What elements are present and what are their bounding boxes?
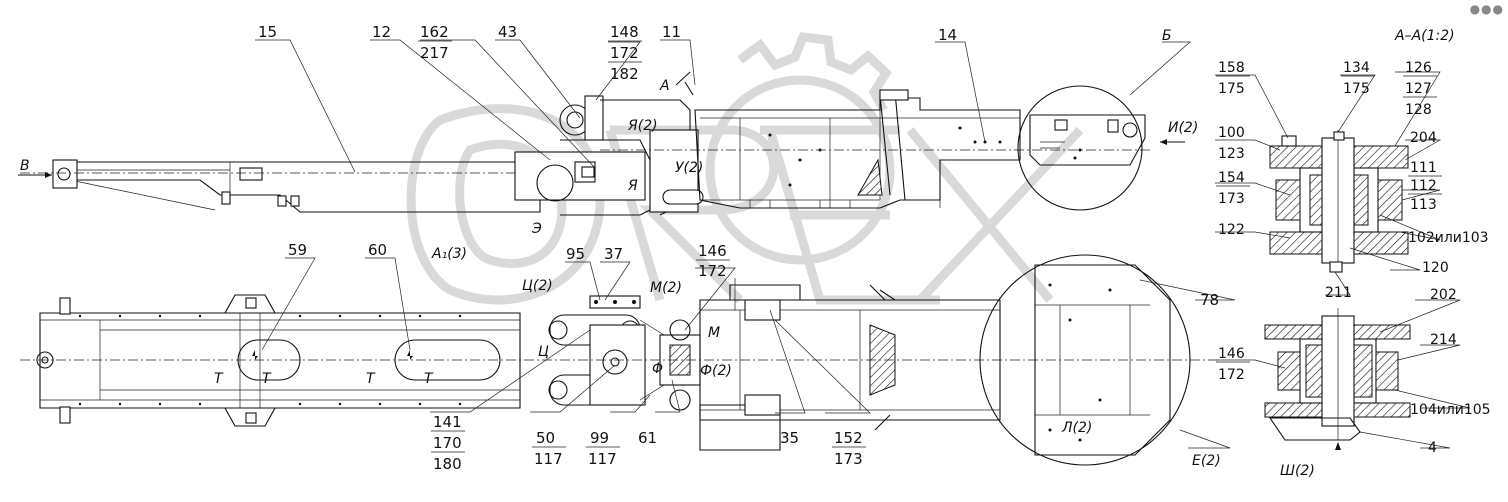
leader-lines (255, 39, 1471, 449)
label-e2: Е(2) (1192, 453, 1221, 469)
callout-labels: 15 12 162 217 43 148 172 182 11 14 59 60… (258, 23, 1219, 473)
callout-14: 14 (938, 26, 957, 44)
callout-59: 59 (288, 241, 307, 259)
sec-112: 112 (1410, 178, 1437, 194)
sec-211: 211 (1325, 285, 1352, 301)
section-aa (1264, 130, 1411, 450)
label-phi: Φ (652, 361, 663, 377)
sec-175-right: 175 (1343, 81, 1370, 97)
sec-113: 113 (1410, 197, 1437, 213)
callout-141: 141 (433, 413, 462, 431)
callout-172-mid: 172 (698, 262, 727, 280)
callout-11: 11 (662, 23, 681, 41)
label-t3: Т (366, 371, 376, 387)
label-a1-3: A₁(3) (431, 246, 467, 262)
callout-61: 61 (638, 429, 657, 447)
callout-162: 162 (420, 23, 449, 41)
label-ts2: Ц(2) (522, 278, 553, 294)
section-labels: А–А(1:2) 158 175 134 175 126 127 128 100… (1216, 28, 1491, 456)
label-f2: Ф(2) (700, 363, 732, 379)
callout-99: 99 (590, 429, 609, 447)
sec-4: 4 (1428, 440, 1437, 456)
callout-170: 170 (433, 434, 462, 452)
label-m2: М(2) (650, 280, 682, 296)
callout-60: 60 (368, 241, 387, 259)
label-t1: Т (214, 371, 224, 387)
sec-214: 214 (1430, 332, 1457, 348)
callout-182: 182 (610, 65, 639, 83)
sec-134: 134 (1343, 60, 1370, 76)
sec-158: 158 (1218, 60, 1245, 76)
callout-146: 146 (698, 242, 727, 260)
label-u2: У(2) (675, 160, 703, 176)
watermark (406, 32, 1084, 305)
callout-50: 50 (536, 429, 555, 447)
callout-148: 148 (610, 23, 639, 41)
callout-117-right: 117 (588, 450, 617, 468)
label-ya: Я (627, 178, 638, 194)
callout-217: 217 (420, 44, 449, 62)
label-t4: Т (424, 371, 434, 387)
label-sh2: Ш(2) (1280, 463, 1315, 479)
sec-122: 122 (1218, 222, 1245, 238)
sec-204: 204 (1410, 130, 1437, 146)
sec-127: 127 (1405, 81, 1432, 97)
sec-202: 202 (1430, 287, 1457, 303)
dots-menu-icon[interactable]: ●●● (1469, 2, 1504, 16)
callout-152: 152 (834, 429, 863, 447)
callout-78: 78 (1200, 291, 1219, 309)
view-labels: В А Я(2) У(2) Я A₁(3) Э И(2) Б Ц(2) М(2)… (20, 28, 1315, 479)
callout-37: 37 (604, 245, 623, 263)
label-e: Э (531, 221, 542, 237)
label-i2: И(2) (1168, 120, 1198, 136)
sec-104-or-105: 104или105 (1410, 402, 1491, 418)
label-t2: Т (262, 371, 272, 387)
label-view-b: В (20, 158, 30, 174)
sec-175-left: 175 (1218, 81, 1245, 97)
side-view (18, 71, 1185, 216)
label-detail-b: Б (1162, 28, 1172, 44)
label-ts: Ц (538, 344, 549, 360)
section-title: А–А(1:2) (1394, 28, 1455, 44)
sec-102-or-103: 102или103 (1408, 230, 1489, 246)
callout-15: 15 (258, 23, 277, 41)
callout-117-left: 117 (534, 450, 563, 468)
callout-43: 43 (498, 23, 517, 41)
sec-146: 146 (1218, 346, 1245, 362)
sec-123: 123 (1218, 146, 1245, 162)
callout-12: 12 (372, 23, 391, 41)
sec-172: 172 (1218, 367, 1245, 383)
sec-126: 126 (1405, 60, 1432, 76)
label-arrow-a: А (659, 78, 670, 94)
sec-100: 100 (1218, 125, 1245, 141)
label-l2: Л(2) (1061, 420, 1092, 436)
sec-128: 128 (1405, 102, 1432, 118)
sec-111: 111 (1410, 160, 1437, 176)
label-ya2: Я(2) (627, 118, 658, 134)
label-m: М (708, 325, 720, 341)
callout-180: 180 (433, 455, 462, 473)
callout-95: 95 (566, 245, 585, 263)
plan-view (20, 254, 1220, 466)
sec-173: 173 (1218, 191, 1245, 207)
callout-173: 173 (834, 450, 863, 468)
sec-120: 120 (1422, 260, 1449, 276)
callout-35: 35 (780, 429, 799, 447)
sec-154: 154 (1218, 170, 1245, 186)
callout-172-top: 172 (610, 44, 639, 62)
